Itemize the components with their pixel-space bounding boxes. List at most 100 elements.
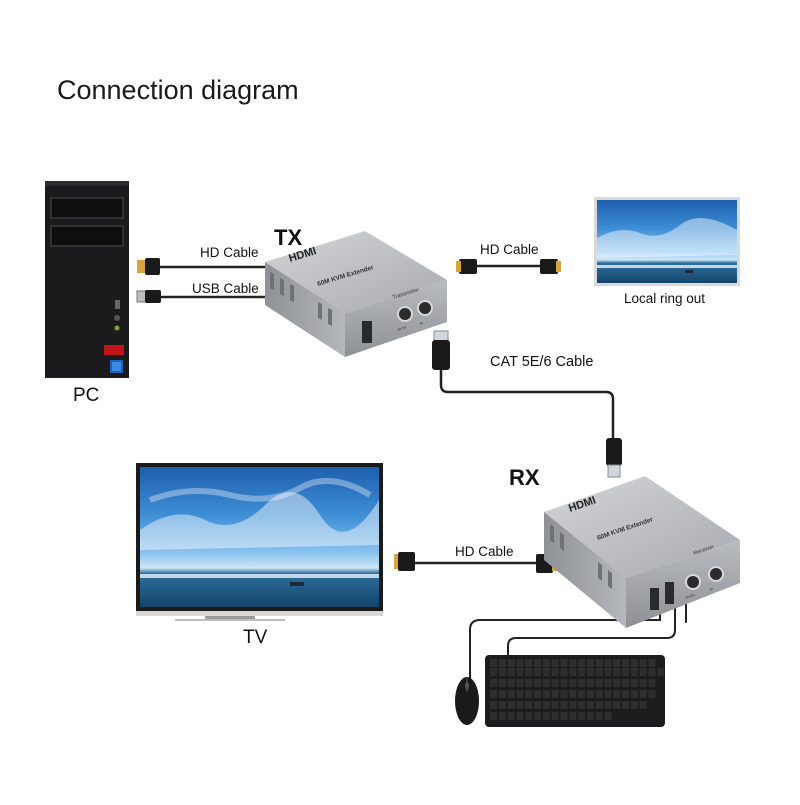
keyboard-key <box>639 668 647 676</box>
keyboard-key <box>525 701 533 709</box>
tx-extender-box: HDMI 60M KVM Extender Transmitter IR-TX … <box>265 231 447 357</box>
keyboard-key <box>542 679 550 687</box>
keyboard-key <box>507 659 515 667</box>
keyboard-key <box>542 668 550 676</box>
tx-port-ir-label: IR-TX <box>397 325 408 332</box>
keyboard-key <box>542 659 550 667</box>
local-ring-out-label: Local ring out <box>624 291 706 306</box>
tx-label: TX <box>274 225 303 250</box>
keyboard-key <box>595 679 603 687</box>
keyboard-key <box>648 679 656 687</box>
keyboard-key <box>622 659 630 667</box>
keyboard-key <box>586 679 594 687</box>
keyboard-key <box>569 701 577 709</box>
keyboard-key <box>507 690 515 698</box>
keyboard-key <box>560 690 568 698</box>
keyboard-key <box>604 659 612 667</box>
mouse-icon <box>455 677 479 725</box>
keyboard-key <box>622 690 630 698</box>
keyboard-key <box>498 690 506 698</box>
keyboard-key <box>578 690 586 698</box>
keyboard-key <box>507 712 515 720</box>
keyboard-key <box>498 712 506 720</box>
keyboard-key <box>490 712 498 720</box>
hd-cable-pc-label: HD Cable <box>200 245 259 260</box>
keyboard-key <box>507 668 515 676</box>
keyboard-key <box>560 712 568 720</box>
rx-port-rx-label: IR <box>709 587 714 592</box>
keyboard-key <box>534 712 542 720</box>
tv-icon <box>136 463 383 621</box>
keyboard-key <box>534 668 542 676</box>
keyboard-key <box>586 690 594 698</box>
keyboard-key <box>569 659 577 667</box>
keyboard-key <box>569 679 577 687</box>
keyboard-key <box>586 701 594 709</box>
keyboard-key <box>639 690 647 698</box>
keyboard-key <box>648 659 656 667</box>
keyboard-key <box>525 679 533 687</box>
keyboard-key <box>604 668 612 676</box>
keyboard-keys <box>490 659 665 720</box>
keyboard-key <box>586 659 594 667</box>
keyboard-key <box>498 701 506 709</box>
keyboard-key <box>604 712 612 720</box>
keyboard-key <box>560 679 568 687</box>
keyboard-key <box>551 679 559 687</box>
keyboard-key <box>586 712 594 720</box>
keyboard-key <box>507 701 515 709</box>
keyboard-icon <box>485 655 665 727</box>
keyboard-key <box>604 701 612 709</box>
pc-label: PC <box>73 385 100 406</box>
keyboard-key <box>595 668 603 676</box>
keyboard-key <box>595 712 603 720</box>
keyboard-key <box>551 701 559 709</box>
keyboard-key <box>604 679 612 687</box>
keyboard-key <box>490 668 498 676</box>
keyboard-key <box>560 701 568 709</box>
keyboard-key <box>490 701 498 709</box>
keyboard-key <box>525 668 533 676</box>
rx-port-ir-label: IR-RX <box>685 593 696 600</box>
keyboard-key <box>578 712 586 720</box>
keyboard-key <box>542 701 550 709</box>
rx-extender-box: HDMI 60M KVM Extender Receiver IR-RX IR <box>544 476 740 628</box>
keyboard-key <box>639 701 647 709</box>
keyboard-key <box>578 701 586 709</box>
keyboard-key <box>498 668 506 676</box>
keyboard-key <box>604 690 612 698</box>
connectors <box>136 258 622 573</box>
keyboard-key <box>516 679 524 687</box>
keyboard-key <box>630 659 638 667</box>
keyboard-key <box>498 679 506 687</box>
keyboard-key <box>630 668 638 676</box>
keyboard-key <box>551 712 559 720</box>
keyboard-key <box>569 712 577 720</box>
tx-port-rx-label: IR <box>419 321 424 326</box>
keyboard-key <box>622 679 630 687</box>
keyboard-key <box>516 659 524 667</box>
keyboard-key <box>551 690 559 698</box>
keyboard-key <box>630 690 638 698</box>
local-monitor-icon <box>594 197 740 286</box>
keyboard-key <box>613 659 621 667</box>
keyboard-key <box>507 679 515 687</box>
hd-cable-local-label: HD Cable <box>480 242 539 257</box>
keyboard-key <box>613 679 621 687</box>
tv-label: TV <box>243 627 268 648</box>
keyboard-key <box>534 679 542 687</box>
keyboard-key <box>542 690 550 698</box>
keyboard-key <box>516 690 524 698</box>
keyboard-key <box>569 668 577 676</box>
keyboard-key <box>613 701 621 709</box>
keyboard-key <box>534 659 542 667</box>
keyboard-key <box>586 668 594 676</box>
diagram-title: Connection diagram <box>57 75 299 105</box>
keyboard-key <box>578 659 586 667</box>
keyboard-key <box>569 690 577 698</box>
pc-tower-icon <box>45 181 129 378</box>
keyboard-key <box>498 659 506 667</box>
keyboard-key <box>516 701 524 709</box>
